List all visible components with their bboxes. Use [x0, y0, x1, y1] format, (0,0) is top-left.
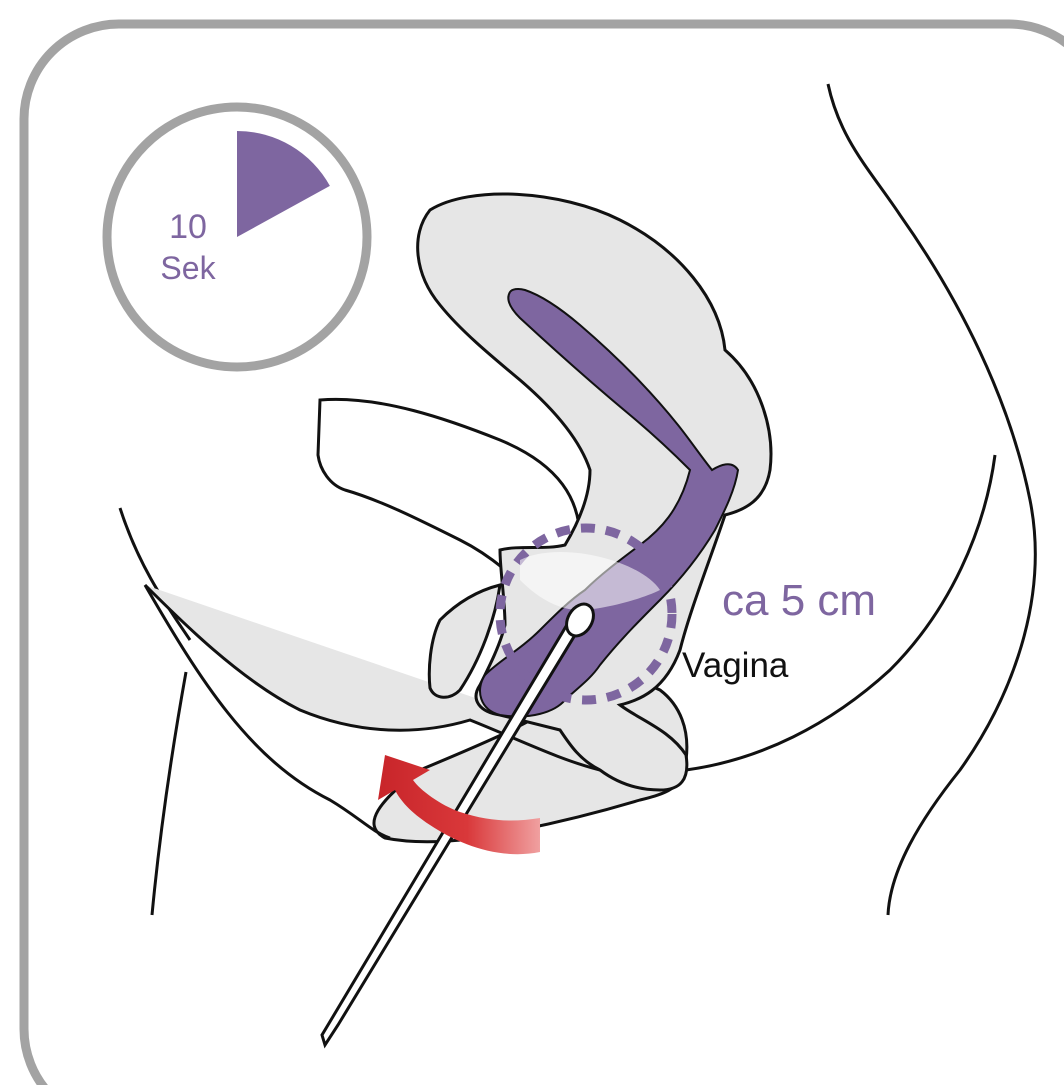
- timer-unit: Sek: [148, 250, 228, 287]
- timer-number: 10: [148, 208, 228, 247]
- organ-label: Vagina: [682, 646, 788, 686]
- depth-label: ca 5 cm: [722, 576, 876, 626]
